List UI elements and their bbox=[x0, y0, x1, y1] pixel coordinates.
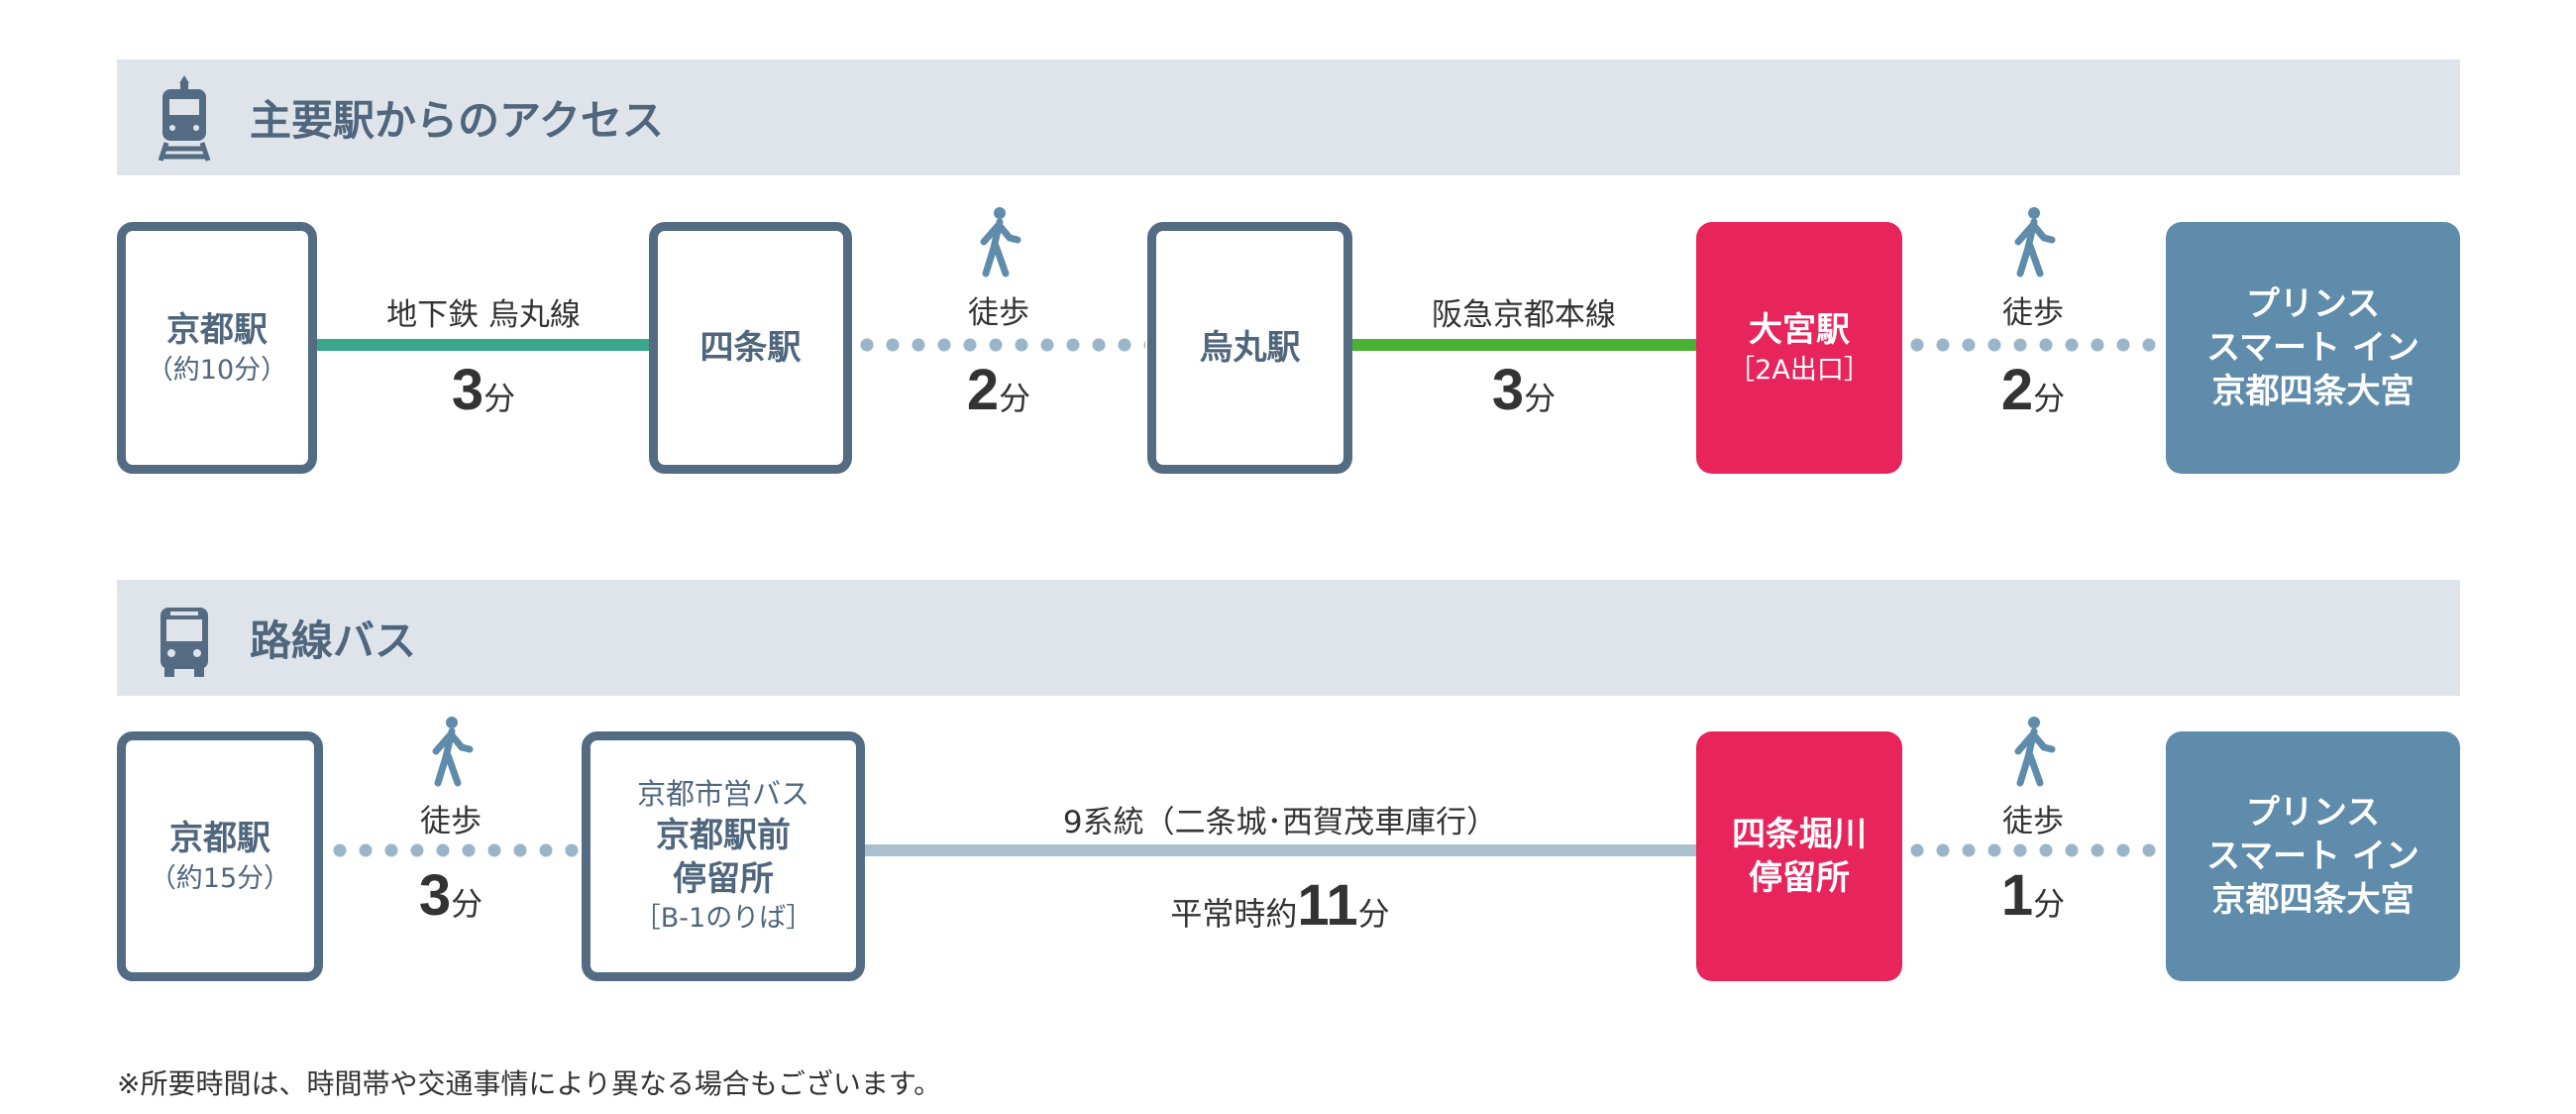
station-name: 京都駅 bbox=[166, 310, 268, 351]
leg-time: 3分 bbox=[418, 863, 483, 928]
hotel-destination: プリンス スマート イン 京都四条大宮 bbox=[2166, 222, 2460, 474]
section-header-train: 主要駅からのアクセス bbox=[117, 59, 2460, 175]
station-sub: （約15分） bbox=[149, 862, 291, 894]
station-kyoto: 京都駅 （約10分） bbox=[117, 222, 317, 474]
leg-time: 3分 bbox=[1491, 358, 1556, 422]
section-title: 主要駅からのアクセス bbox=[250, 96, 664, 145]
station-name: 大宮駅 bbox=[1749, 310, 1850, 351]
leg-label: 徒歩 bbox=[2002, 804, 2064, 839]
station-karasuma: 烏丸駅 bbox=[1147, 222, 1352, 474]
station-omiya: 大宮駅 ［2A出口］ bbox=[1696, 222, 1902, 474]
station-name: 京都駅前 停留所 bbox=[656, 816, 791, 900]
walk-line bbox=[1904, 338, 2164, 352]
walking-person-icon bbox=[2014, 717, 2056, 787]
walking-person-icon bbox=[2014, 207, 2056, 278]
leg-time: 2分 bbox=[2000, 358, 2066, 422]
station-sub: ［B-1のりば］ bbox=[633, 903, 813, 935]
walk-line bbox=[854, 338, 1145, 352]
leg-label: 徒歩 bbox=[2002, 295, 2064, 331]
leg-label: 9系統（二条城･西賀茂車庫行） bbox=[1062, 805, 1498, 840]
station-name: 京都駅 bbox=[169, 819, 270, 859]
leg-label: 徒歩 bbox=[420, 804, 482, 839]
bus-stop-kyoto-ekimae: 京都市営バス 京都駅前 停留所 ［B-1のりば］ bbox=[582, 731, 865, 981]
section-title: 路線バス bbox=[250, 616, 417, 665]
bus-stop-shijo-horikawa: 四条堀川 停留所 bbox=[1696, 731, 1902, 981]
leg-time: 1分 bbox=[2000, 863, 2066, 928]
station-sub: ［2A出口］ bbox=[1728, 354, 1871, 386]
walk-line bbox=[327, 843, 580, 857]
station-sub: （約10分） bbox=[146, 354, 288, 386]
station-kyoto: 京都駅 （約15分） bbox=[117, 731, 323, 981]
section-header-bus: 路線バス bbox=[117, 580, 2460, 696]
bus-line bbox=[865, 844, 1696, 856]
bus-operator: 京都市営バス bbox=[636, 777, 809, 812]
leg-time: 平常時約11分 bbox=[1170, 873, 1390, 938]
walking-person-icon bbox=[980, 207, 1021, 278]
station-name: 四条駅 bbox=[699, 327, 802, 368]
subway-line bbox=[317, 339, 649, 351]
leg-time: 2分 bbox=[966, 358, 1031, 422]
leg-label: 地下鉄 烏丸線 bbox=[386, 297, 581, 333]
footnote: ※所要時間は、時間帯や交通事情により異なる場合もございます。 bbox=[117, 1067, 942, 1100]
hotel-destination: プリンス スマート イン 京都四条大宮 bbox=[2166, 731, 2460, 981]
leg-time: 3分 bbox=[451, 358, 516, 422]
walk-line bbox=[1904, 843, 2164, 857]
walking-person-icon bbox=[432, 717, 474, 787]
train-icon bbox=[158, 74, 211, 162]
leg-label: 徒歩 bbox=[968, 295, 1029, 331]
hankyu-line bbox=[1352, 339, 1696, 351]
bus-icon bbox=[161, 607, 208, 677]
leg-label: 阪急京都本線 bbox=[1432, 297, 1616, 333]
station-shijo: 四条駅 bbox=[649, 222, 852, 474]
station-name: 烏丸駅 bbox=[1199, 327, 1301, 368]
